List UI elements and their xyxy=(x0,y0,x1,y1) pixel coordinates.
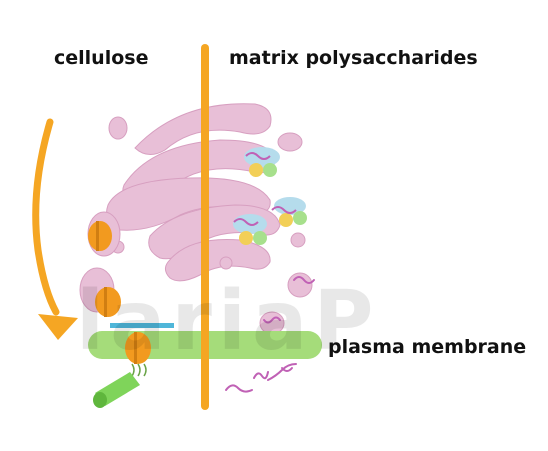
golgi-vesicle xyxy=(290,232,306,248)
plasma-membrane-label: plasma membrane xyxy=(328,336,527,358)
golgi-vesicle xyxy=(108,116,128,140)
cellulose-strip xyxy=(110,323,174,328)
golgi-vesicle xyxy=(277,132,303,152)
enzyme-complex xyxy=(244,147,280,177)
polysaccharide-chains xyxy=(225,276,315,393)
enzyme-complex xyxy=(271,197,307,227)
golgi-cisterna xyxy=(164,239,271,282)
cellulose-microfibril xyxy=(93,372,140,408)
golgi-vesicle xyxy=(219,256,233,270)
matrix-polysaccharides-title: matrix polysaccharides xyxy=(229,47,478,69)
watermark: lariaP xyxy=(76,274,380,369)
cellulose-title: cellulose xyxy=(54,47,149,69)
arrow-icon xyxy=(32,118,78,340)
cellulose-synthase xyxy=(125,332,151,377)
cellulose-synthase xyxy=(88,221,112,251)
cellulose-synthase xyxy=(95,287,121,317)
enzyme-complex xyxy=(233,214,267,245)
golgi-stack xyxy=(79,103,313,335)
